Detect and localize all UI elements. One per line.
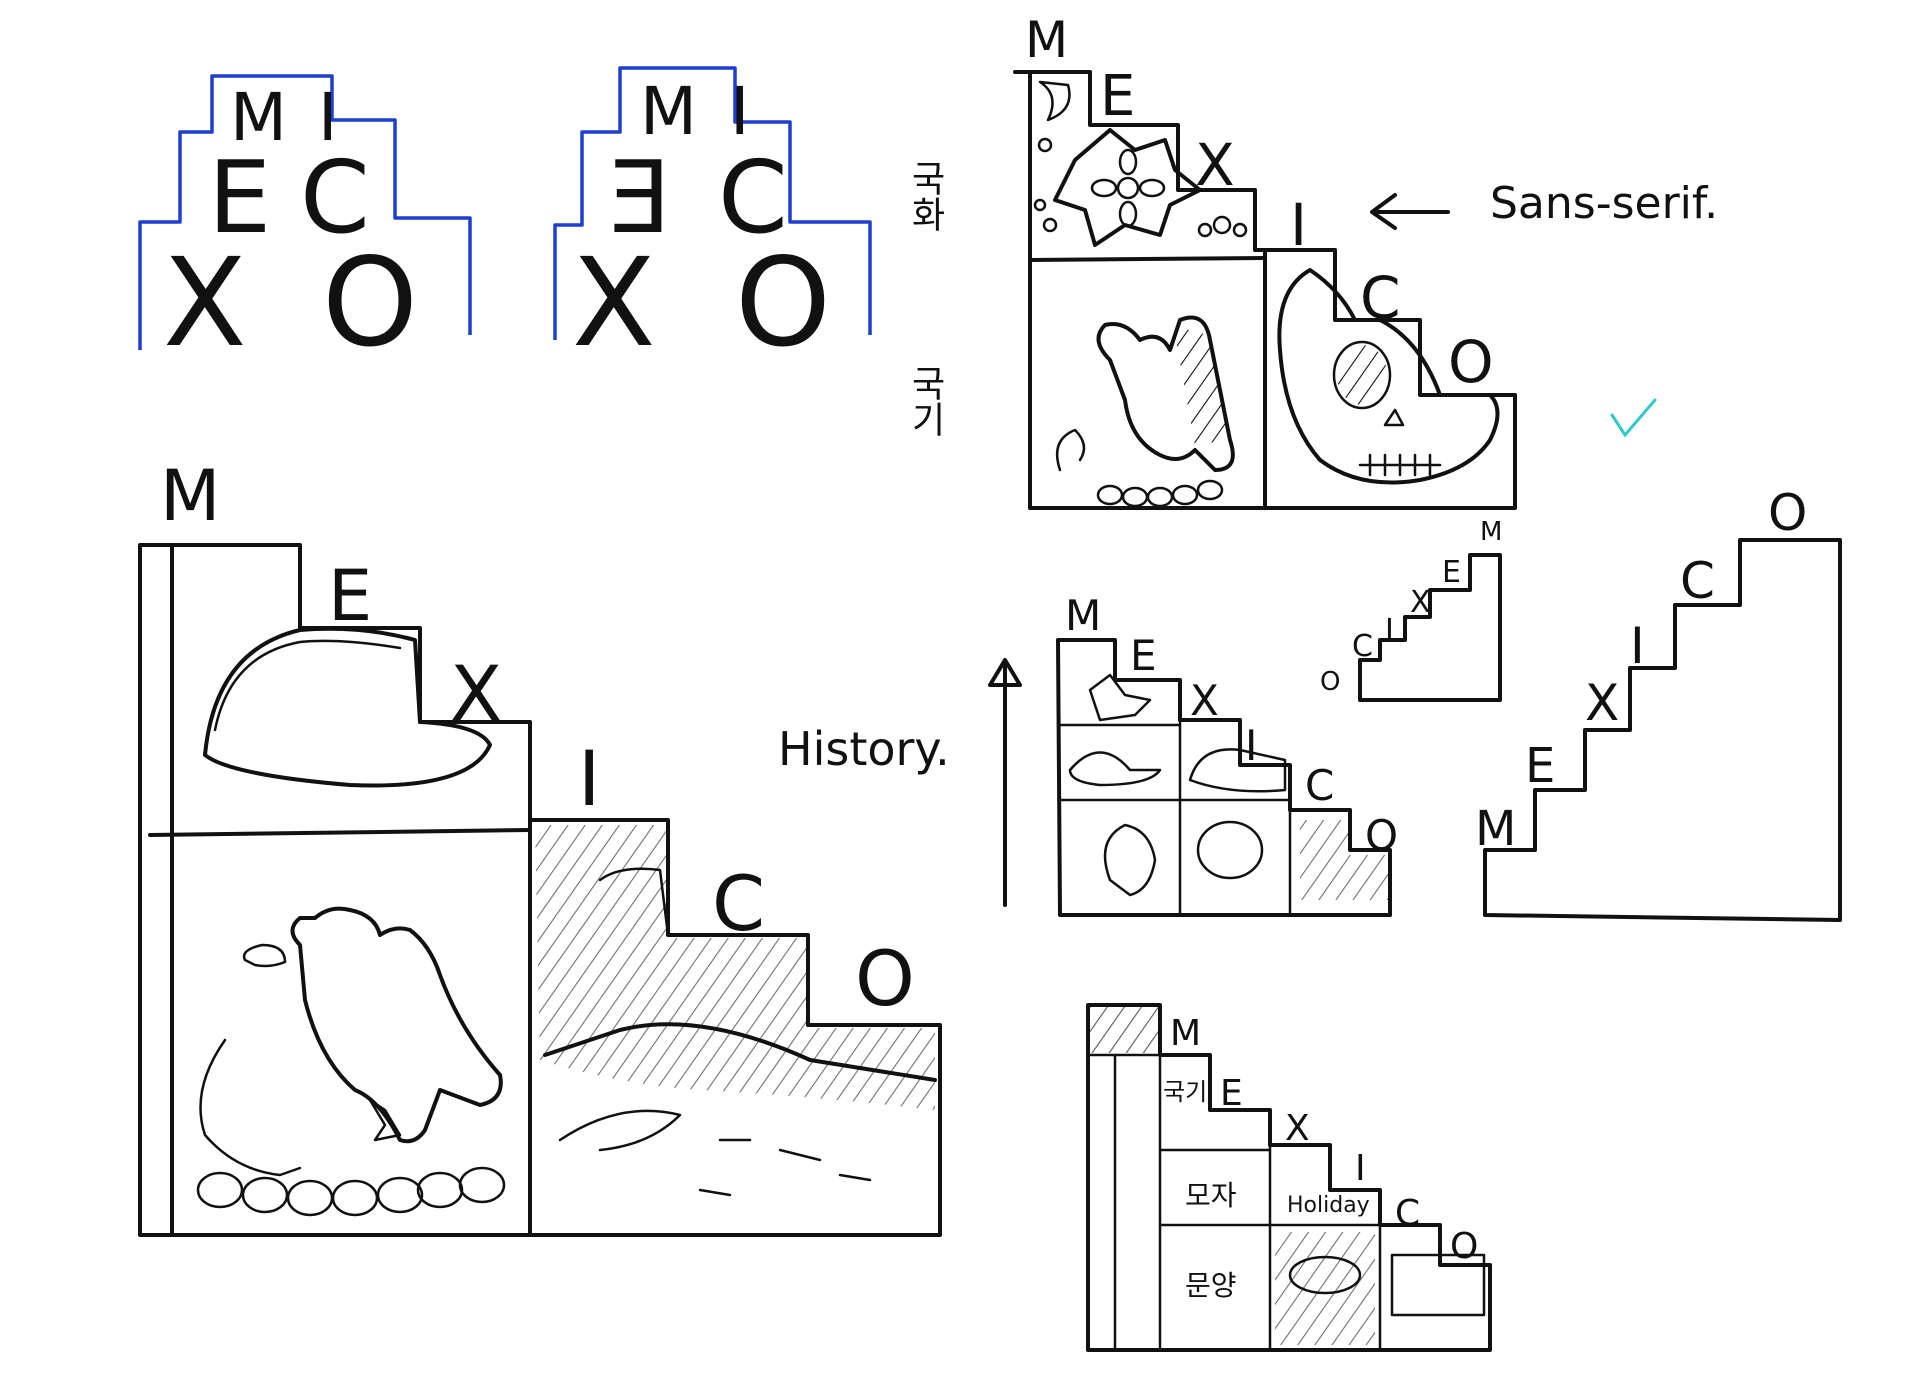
letter-e: E (1442, 555, 1461, 590)
history-annotation: History. (778, 658, 1022, 907)
moon-icon (1038, 80, 1071, 122)
divider-horizontal (1028, 256, 1267, 262)
label-moja: 모자 (1185, 1179, 1237, 1212)
vertical-label-gukhwa: 국화 (905, 160, 946, 232)
sketch-staircase-small: M E X I C O (1320, 517, 1502, 702)
letter-m: M (1480, 517, 1502, 547)
letter-x: X (1190, 676, 1219, 725)
letter-m: M (1065, 591, 1101, 640)
staircase-outline (1358, 553, 1502, 702)
letter-c: C (1305, 761, 1334, 810)
letter-x: X (1285, 1108, 1310, 1149)
letter-o: O (1365, 811, 1398, 860)
sketch-stacked-logo-2: M I Ǝ C X O (553, 66, 872, 374)
letter-x: X (163, 232, 247, 374)
staircase-outline (1013, 70, 1517, 510)
left-arrow-icon (1370, 193, 1450, 230)
letter-c: C (1395, 1193, 1420, 1234)
flower-icon (1053, 128, 1202, 247)
letter-i: I (318, 79, 337, 156)
label-gukgi: 국기 (1163, 1078, 1207, 1106)
letter-i: I (1355, 1148, 1366, 1189)
check-mark-icon (1610, 398, 1657, 438)
skull-icon (1277, 268, 1500, 485)
eagle-icon (1055, 315, 1235, 508)
sketch-staircase-right: M E X I C O (1475, 484, 1842, 922)
letter-c: C (718, 139, 788, 256)
sombrero-icon (1068, 751, 1162, 787)
letter-m: M (640, 73, 697, 150)
sketch-staircase-grid: M E X I C O (1056, 591, 1398, 917)
letter-o: O (322, 232, 418, 374)
flower-icon (1088, 673, 1152, 722)
sketch-staircase-illustrated: M E X I C O (1013, 11, 1517, 510)
letter-e: E (1130, 631, 1157, 680)
letter-i: I (1385, 613, 1394, 648)
letter-m: M (1025, 11, 1068, 69)
staircase-outline (138, 543, 942, 1237)
letter-x: X (1195, 131, 1235, 199)
skull-icon (1196, 820, 1264, 880)
letter-m: M (160, 455, 220, 537)
letter-x: X (1585, 674, 1619, 732)
taco-icon (203, 626, 492, 788)
letter-e: E (208, 139, 271, 256)
letter-c: C (1680, 552, 1715, 610)
label-gukhwa: 국화 (905, 160, 946, 232)
letter-x: X (1410, 585, 1431, 620)
letter-o: O (1768, 484, 1807, 542)
letter-m: M (1170, 1013, 1201, 1054)
sketch-staircase-labeled: M E X I C O 국기 모자 문양 Holiday (1086, 1003, 1492, 1352)
taco-icon (1188, 748, 1287, 793)
letter-x: X (572, 232, 656, 374)
letter-i: I (1630, 617, 1645, 675)
eagle-icon (196, 906, 506, 1217)
letter-o: O (1450, 1226, 1478, 1267)
waterfall-icon (535, 825, 937, 1197)
letter-i: I (1245, 721, 1257, 770)
staircase-outline (1086, 1003, 1492, 1352)
letter-o: O (735, 232, 831, 374)
letter-i: I (730, 73, 749, 150)
letter-o: O (855, 934, 915, 1023)
letter-m: M (1475, 801, 1516, 857)
letter-e-mirrored: Ǝ (608, 139, 671, 256)
label-munyang: 문양 (1185, 1269, 1237, 1302)
letter-o: O (1320, 667, 1340, 697)
eagle-icon (1103, 823, 1157, 897)
vertical-label-gukgi: 국기 (905, 365, 946, 437)
sketch-staircase-large: M E X I C O (138, 455, 942, 1237)
label-holiday: Holiday (1287, 1193, 1370, 1218)
letter-i: I (1290, 191, 1307, 259)
blue-outline-1 (138, 74, 472, 350)
label-gukgi: 국기 (905, 365, 946, 437)
label-sans-serif: Sans-serif. (1490, 178, 1718, 229)
letter-i: I (578, 734, 600, 823)
sketch-stacked-logo-1: M I E C X O (138, 74, 472, 374)
staircase-outline (1483, 538, 1842, 922)
up-arrow-icon (988, 658, 1022, 907)
divider-horizontal (148, 828, 532, 837)
letter-e: E (1220, 1073, 1243, 1114)
letter-c: C (1352, 629, 1373, 664)
sans-serif-annotation: Sans-serif. (1370, 178, 1718, 230)
letter-e: E (1100, 64, 1135, 129)
letter-m: M (230, 79, 287, 156)
label-history: History. (778, 722, 950, 776)
letter-e: E (328, 555, 372, 637)
letter-c: C (300, 139, 370, 256)
blue-outline-2 (553, 66, 872, 340)
letter-o: O (1448, 328, 1494, 396)
letter-e: E (1525, 738, 1555, 794)
